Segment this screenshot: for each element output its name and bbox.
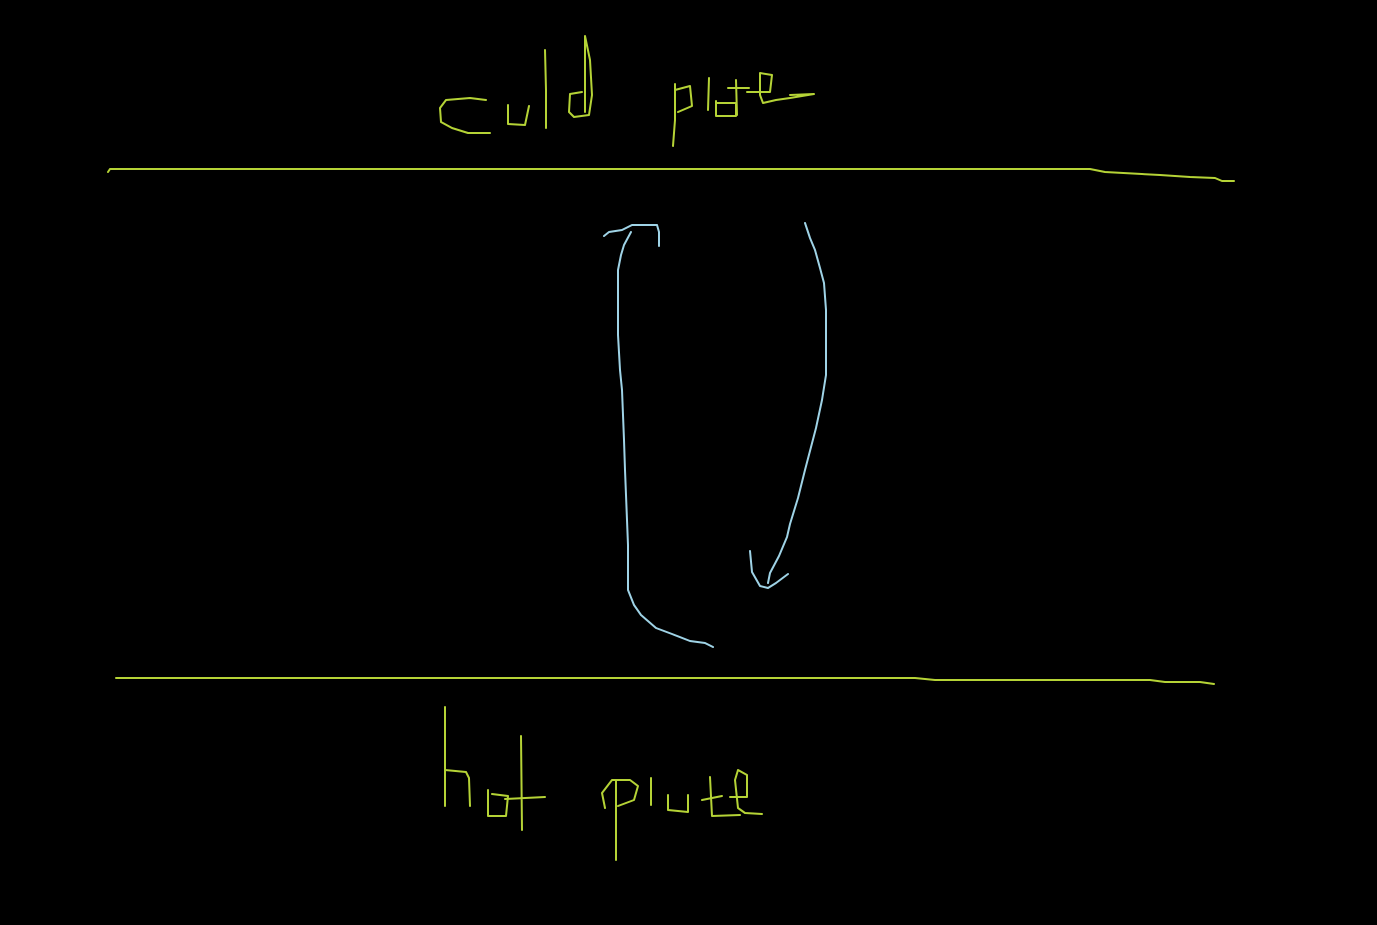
cold-plate-label-handwriting (439, 35, 815, 147)
descending-flow-arrow (749, 222, 827, 589)
hot-plate-label-handwriting (444, 706, 763, 861)
cold-plate-label: cold plate (0, 0, 69, 4)
hot-plate-label: hot plate (0, 0, 61, 4)
rising-flow-arrow (603, 224, 714, 648)
cold-plate-line (107, 168, 1235, 182)
hot-plate-line (115, 677, 1215, 685)
